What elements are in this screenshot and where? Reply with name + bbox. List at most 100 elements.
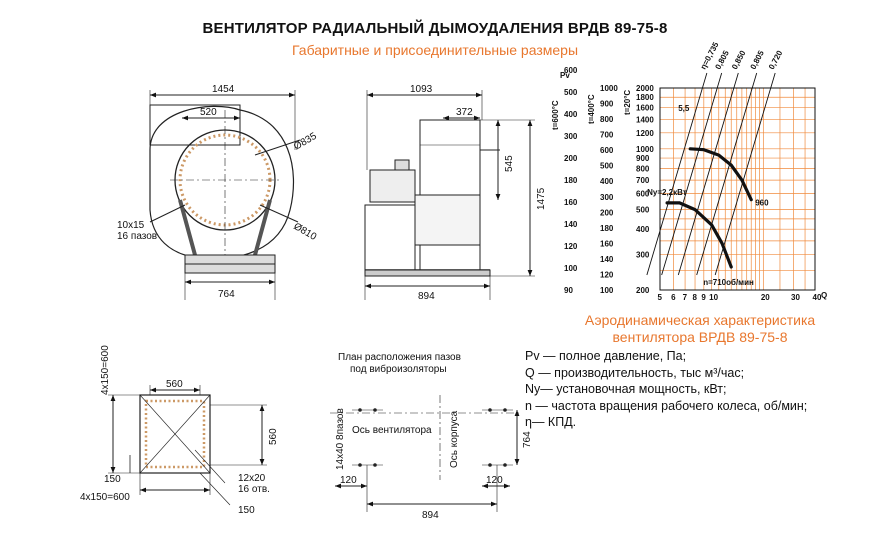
y-tick-label-400c: 900 (600, 100, 614, 109)
axis-20c-label: t=20°C (623, 90, 632, 115)
y-tick-label: 1600 (636, 104, 654, 113)
efficiency-line (646, 72, 708, 276)
x-tick-label: 7 (683, 293, 688, 302)
y-tick-label: 1000 (636, 145, 654, 154)
dim-side-base: 894 (418, 291, 435, 302)
x-tick-label: 10 (709, 293, 718, 302)
y-tick-label-400c: 140 (600, 255, 614, 264)
y-tick-label-600c: 120 (564, 242, 578, 251)
x-tick-label: 40 (813, 293, 822, 302)
efficiency-label: 0,720 (767, 49, 785, 71)
series-curve (688, 147, 753, 202)
dim-flange-150-left: 150 (104, 474, 121, 485)
y-tick-label-400c: 1000 (600, 84, 618, 93)
x-tick-label: 6 (671, 293, 676, 302)
efficiency-label: 0,850 (730, 49, 748, 71)
dim-side-length: 1093 (410, 84, 433, 95)
x-axis-label: Q (821, 291, 827, 300)
y-tick-label: 300 (636, 250, 650, 259)
y-tick-label: 800 (636, 164, 650, 173)
dim-d835: Ø835 (292, 131, 319, 153)
dim-side-545: 545 (504, 155, 515, 172)
efficiency-line (677, 72, 739, 276)
y-tick-label-400c: 300 (600, 193, 614, 202)
y-tick-label-400c: 160 (600, 239, 614, 248)
front-view (149, 90, 301, 300)
series-label: n=710об/мин (703, 278, 754, 287)
y-axis-label: Pv (560, 71, 570, 80)
y-tick-label-600c: 180 (564, 176, 578, 185)
flange-holes-label-1: 12x20 (238, 473, 266, 484)
y-tick-label: 400 (636, 225, 650, 234)
axis-400c-label: t=400°C (587, 94, 596, 124)
axis-600c-label: t=600°C (551, 100, 560, 130)
y-tick-label-400c: 400 (600, 177, 614, 186)
legend: Pv — полное давление, Па; Q — производит… (525, 348, 807, 431)
x-tick-label: 20 (761, 293, 770, 302)
series-curve (665, 201, 733, 269)
power-label: 5,5 (678, 104, 690, 113)
dim-slots-120-left: 120 (340, 475, 357, 486)
page-title: ВЕНТИЛЯТОР РАДИАЛЬНЫЙ ДЫМОУДАЛЕНИЯ ВРДВ … (202, 20, 668, 37)
y-tick-label: 1800 (636, 93, 654, 102)
y-tick-label-600c: 90 (564, 286, 573, 295)
y-tick-label-400c: 120 (600, 270, 614, 279)
fan-axis-label: Ось вентилятора (352, 425, 432, 436)
legend-item-ny: Ny— установочная мощность, кВт; (525, 382, 727, 396)
side-view (364, 90, 535, 300)
slots-label: 14x40 8пазов (335, 408, 346, 470)
dim-slots-764: 764 (522, 431, 533, 448)
holes-label-2: 16 пазов (117, 231, 157, 242)
casing-axis-label: Ось корпуса (449, 410, 460, 468)
dim-side-height: 1475 (536, 187, 547, 210)
y-tick-label-600c: 400 (564, 110, 578, 119)
y-tick-label-600c: 140 (564, 220, 578, 229)
y-tick-label: 1200 (636, 129, 654, 138)
efficiency-line (696, 72, 758, 276)
dim-flange-150-bottom: 150 (238, 505, 255, 516)
y-tick-label-400c: 800 (600, 115, 614, 124)
legend-item-eta: η— КПД. (525, 415, 577, 429)
x-tick-label: 5 (658, 293, 663, 302)
dim-flange-bottom: 4x150=600 (80, 492, 130, 503)
y-tick-label-400c: 100 (600, 286, 614, 295)
y-tick-label-600c: 160 (564, 198, 578, 207)
page-subtitle: Габаритные и присоединительные размеры (291, 42, 578, 58)
dim-flange-left-vert: 4x150=600 (100, 345, 111, 395)
y-tick-label: 1400 (636, 115, 654, 124)
dim-slots-120-right: 120 (486, 475, 503, 486)
x-tick-label: 30 (791, 293, 800, 302)
dim-front-base: 764 (218, 289, 235, 300)
y-tick-label-600c: 500 (564, 88, 578, 97)
y-tick-label-400c: 180 (600, 224, 614, 233)
y-tick-label-400c: 500 (600, 162, 614, 171)
chart-frame (659, 87, 816, 291)
y-tick-label: 600 (636, 190, 650, 199)
efficiency-line (714, 72, 776, 276)
chart-title-line-2: вентилятора ВРДВ 89-75-8 (612, 329, 788, 345)
slots-plan-title-1: План расположения пазов (338, 352, 461, 363)
legend-item-q: Q — производительность, тыс м³/час; (525, 365, 745, 380)
efficiency-label: 0,805 (749, 49, 767, 71)
y-tick-label-600c: 200 (564, 154, 578, 163)
y-tick-label-600c: 600 (564, 66, 578, 75)
dim-side-372: 372 (456, 107, 473, 118)
x-tick-label: 8 (693, 293, 698, 302)
legend-item-pv: Pv — полное давление, Па; (525, 349, 687, 363)
chart-title-line-1: Аэродинамическая характеристика (584, 312, 816, 328)
dim-outlet-width: 520 (200, 107, 217, 118)
chart-title: Аэродинамическая характеристика вентилят… (555, 312, 845, 346)
y-tick-label: 500 (636, 206, 650, 215)
y-tick-label: 900 (636, 154, 650, 163)
dim-d810: Ø810 (292, 221, 319, 243)
dim-front-width: 1454 (212, 84, 235, 95)
dim-slots-894: 894 (422, 510, 439, 521)
legend-item-n: n — частота вращения рабочего колеса, об… (525, 398, 808, 413)
y-tick-label: 200 (636, 286, 650, 295)
y-tick-label-400c: 200 (600, 208, 614, 217)
y-tick-label-400c: 700 (600, 131, 614, 140)
holes-label-1: 10x15 (117, 220, 145, 231)
slots-plan (330, 395, 520, 512)
